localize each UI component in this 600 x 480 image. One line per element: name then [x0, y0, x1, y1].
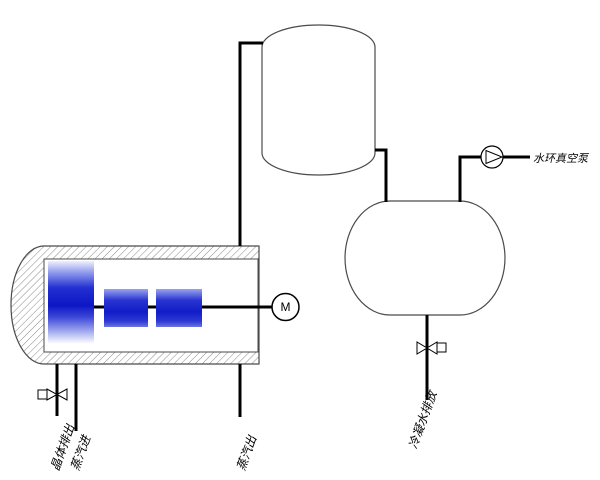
pump-triangle	[485, 149, 504, 165]
condenser-vessel	[261, 24, 376, 176]
valve-actuator-box	[436, 342, 447, 353]
crystal-outlet-valve-icon	[37, 388, 68, 401]
pipe-evaporator-to-condenser	[238, 41, 263, 246]
valve-triangle	[55, 388, 68, 401]
heating-element-large	[48, 261, 94, 350]
pipe-condenser-to-receiver	[375, 148, 388, 202]
condensate-receiver-vessel	[344, 200, 506, 316]
motor-icon	[271, 292, 300, 322]
condensate-drain-valve-icon	[416, 341, 447, 355]
label-vacuum-pump: 水环真空泵	[533, 153, 588, 165]
piping	[55, 41, 530, 431]
heating-element-mid	[104, 289, 148, 327]
valve-actuator-box	[37, 389, 48, 400]
pipe-receiver-to-pump	[458, 155, 481, 202]
vacuum-pump-icon	[480, 145, 504, 169]
valve-triangle	[416, 341, 428, 355]
heating-element-right	[156, 289, 202, 327]
motor-letter: M	[280, 300, 291, 314]
